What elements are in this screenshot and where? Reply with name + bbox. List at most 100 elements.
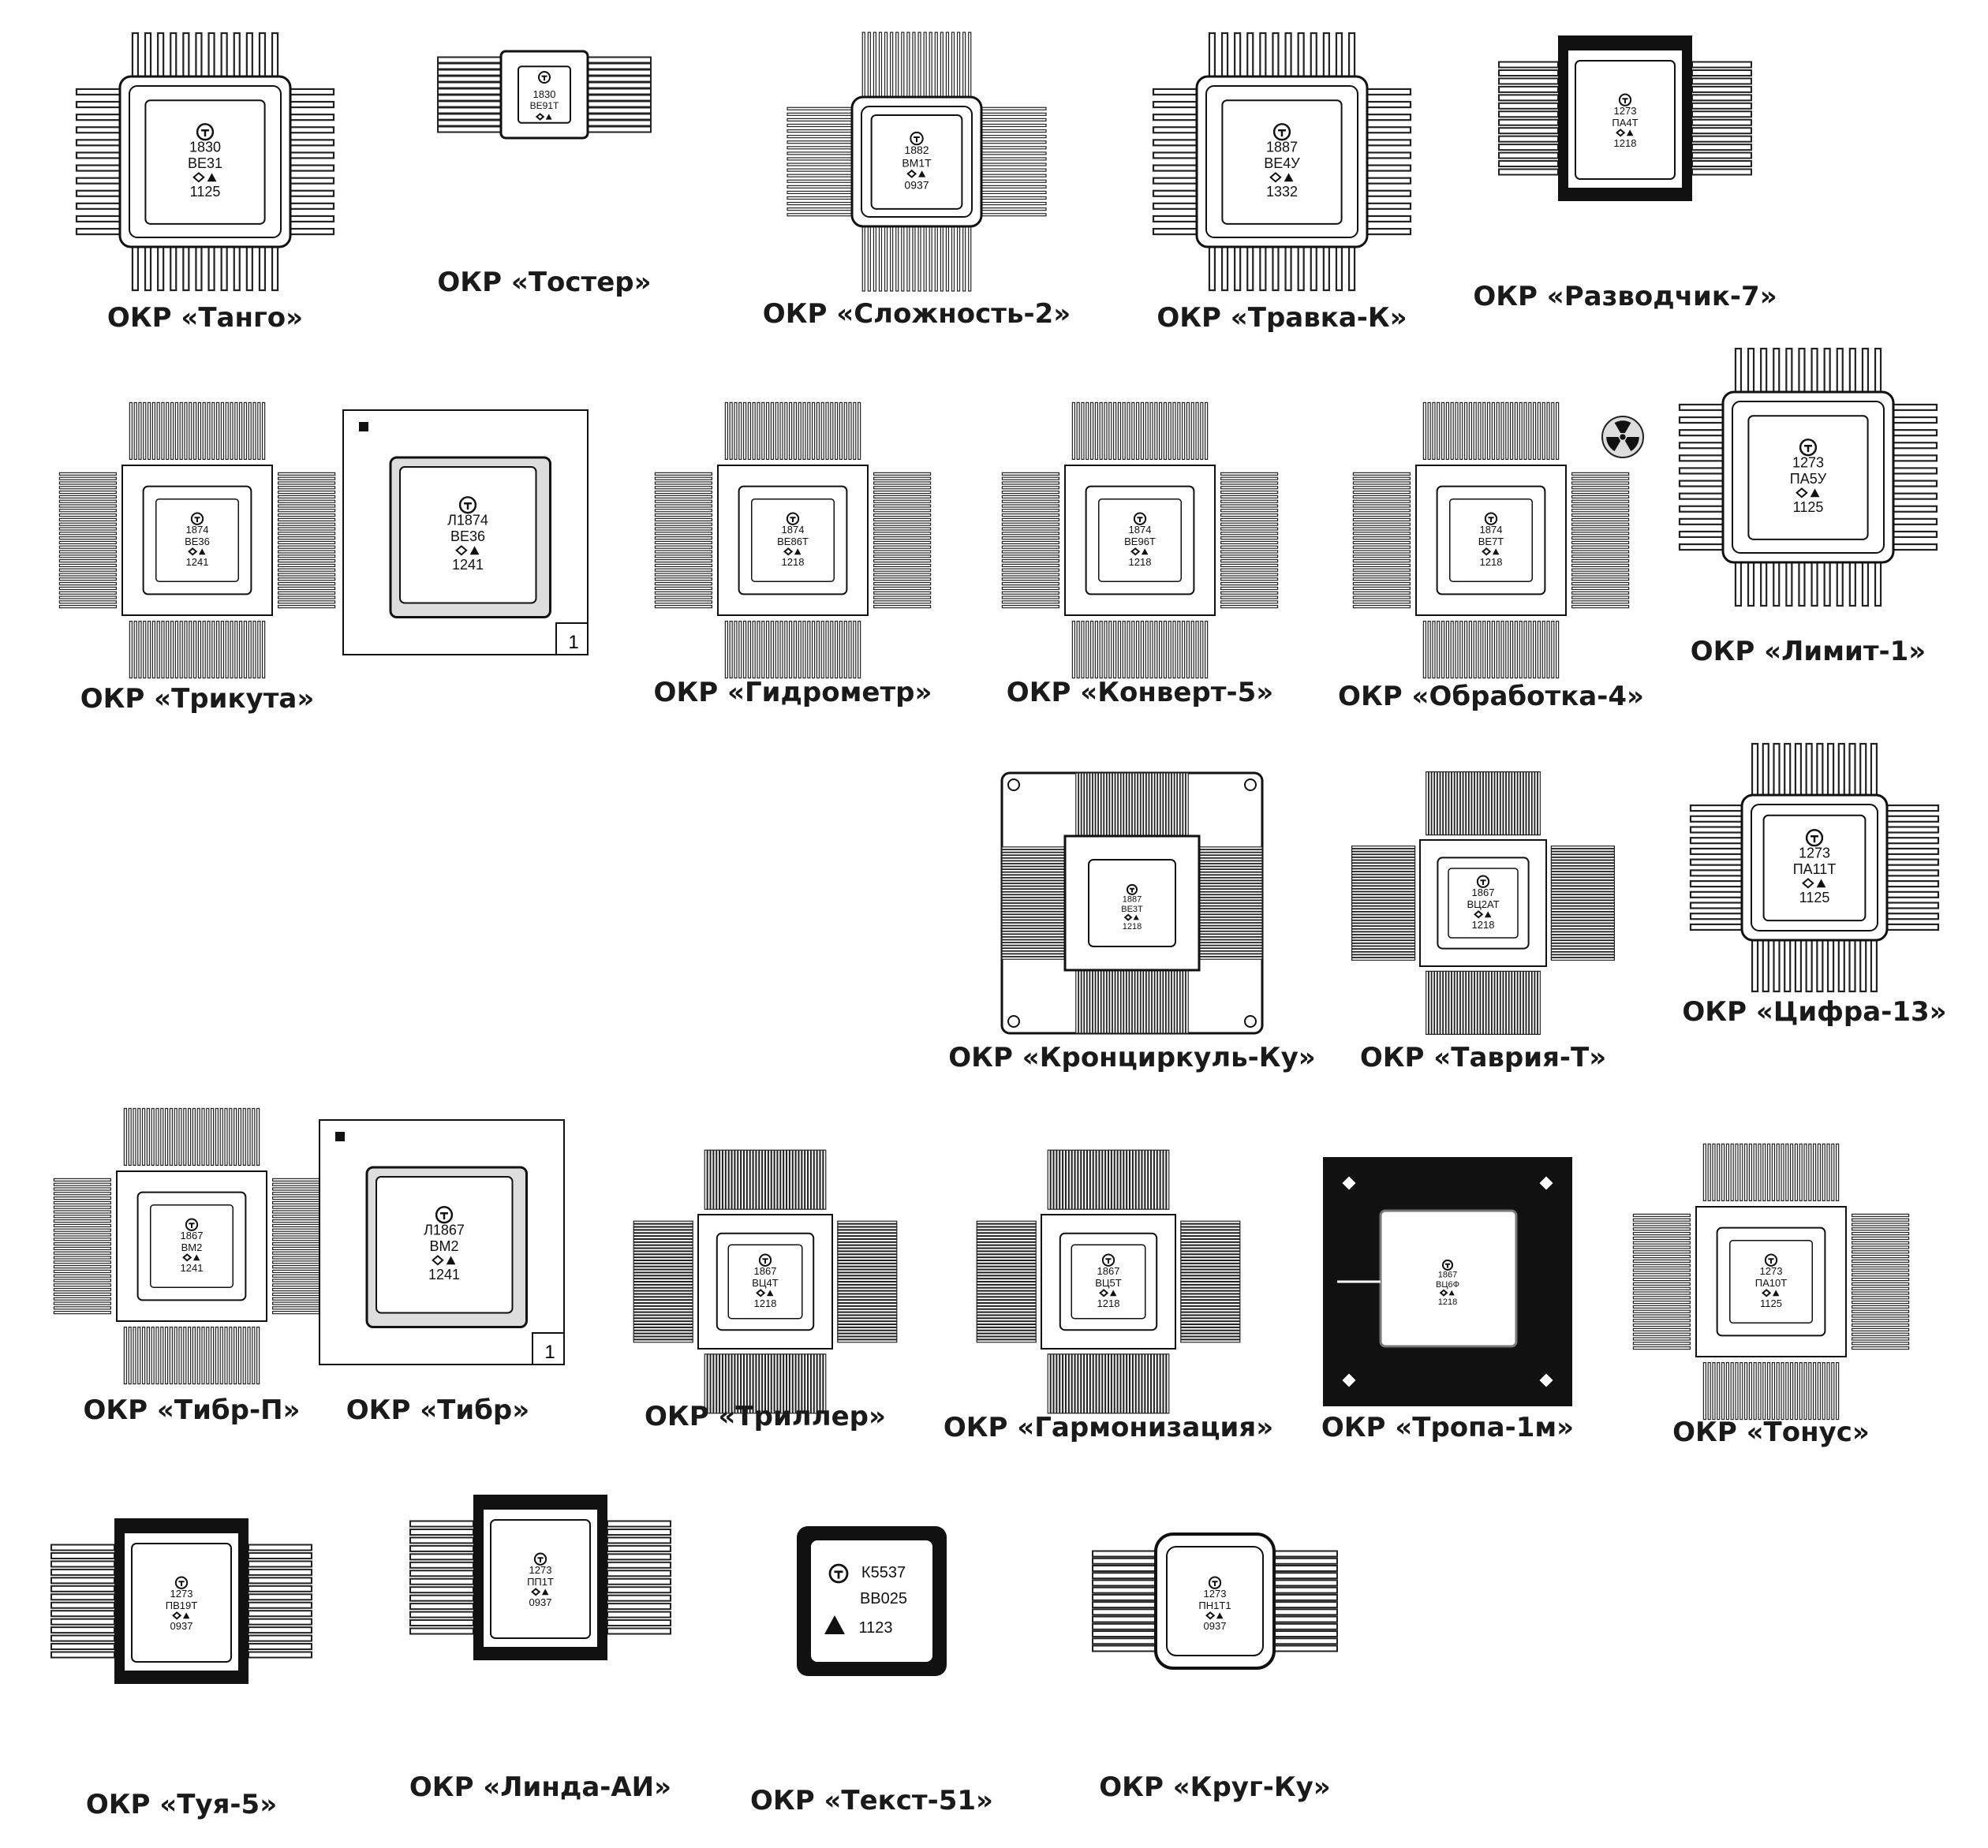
lead xyxy=(1482,970,1486,1036)
marking-line: ВЕ36 xyxy=(450,528,485,544)
lead xyxy=(724,620,728,679)
manufacturer-logo-icon xyxy=(1484,512,1498,525)
lead xyxy=(1556,620,1560,679)
lead xyxy=(1510,620,1514,679)
marking-area xyxy=(1221,99,1343,225)
lead xyxy=(207,620,211,679)
lead xyxy=(1441,401,1445,460)
lead xyxy=(825,620,829,679)
lead xyxy=(257,620,261,679)
lead xyxy=(1001,586,1060,591)
lead xyxy=(1422,620,1426,679)
lead xyxy=(220,620,225,679)
lead xyxy=(1517,970,1521,1036)
lead xyxy=(192,620,197,679)
lead xyxy=(1526,970,1530,1036)
lead xyxy=(873,591,932,595)
leads xyxy=(1351,771,1616,1036)
lead xyxy=(1441,620,1445,679)
lead xyxy=(189,620,192,679)
lead xyxy=(1457,771,1461,836)
lead xyxy=(1092,1557,1157,1565)
lead xyxy=(1001,527,1060,531)
lead xyxy=(1112,620,1117,679)
lead xyxy=(1273,1630,1338,1638)
lead xyxy=(1001,481,1060,485)
lead xyxy=(757,401,760,460)
lead xyxy=(1432,401,1436,460)
lead xyxy=(1463,401,1468,460)
manufacturer-logo-icon xyxy=(1126,883,1138,895)
lead xyxy=(1351,883,1416,887)
lead xyxy=(1519,401,1523,460)
lead xyxy=(1550,943,1616,946)
lead xyxy=(1351,951,1416,955)
lead xyxy=(873,554,932,558)
lead xyxy=(1092,1645,1157,1652)
leads xyxy=(1352,401,1630,679)
lead xyxy=(1351,857,1416,861)
marking-area xyxy=(155,498,239,582)
lead xyxy=(1468,771,1472,836)
lead xyxy=(654,532,713,536)
lead xyxy=(1451,970,1455,1036)
logo-ring xyxy=(458,496,477,514)
lead xyxy=(654,504,713,508)
leads xyxy=(1001,401,1279,679)
lead xyxy=(1478,401,1482,460)
marking-line: 1125 xyxy=(1793,499,1824,515)
lead xyxy=(1220,577,1279,581)
lead xyxy=(1154,401,1158,460)
lead xyxy=(779,401,783,460)
lead xyxy=(1571,554,1630,558)
triangle-mark-icon xyxy=(545,114,552,120)
lead xyxy=(793,620,798,679)
lead xyxy=(1001,522,1060,526)
lead xyxy=(1519,771,1524,836)
lead xyxy=(1550,874,1616,878)
lead xyxy=(1001,573,1060,577)
lead xyxy=(1550,897,1616,901)
lead xyxy=(1163,620,1168,679)
lead xyxy=(1092,1564,1157,1572)
lead xyxy=(1351,946,1416,950)
lead xyxy=(1571,532,1630,536)
lead xyxy=(816,401,820,460)
lead xyxy=(807,620,811,679)
lead xyxy=(278,586,336,591)
lead xyxy=(58,490,118,495)
manufacturer-logo-icon xyxy=(538,71,551,84)
lead xyxy=(1534,970,1538,1036)
lead xyxy=(1092,1550,1157,1558)
lead xyxy=(278,522,336,526)
lead xyxy=(1432,620,1436,679)
lead xyxy=(1422,401,1426,460)
lead xyxy=(1512,771,1515,836)
marking-line: 1273 xyxy=(1204,1588,1227,1600)
lead xyxy=(1550,948,1616,953)
lead xyxy=(1351,937,1416,941)
lead xyxy=(257,401,261,460)
lead xyxy=(58,527,118,531)
lead xyxy=(873,527,932,531)
lead xyxy=(1076,401,1080,460)
lead xyxy=(1001,532,1060,536)
radiation-blade xyxy=(1624,437,1639,452)
lead xyxy=(1550,883,1616,887)
lead xyxy=(1163,401,1168,460)
lead xyxy=(58,582,118,586)
lead xyxy=(816,620,820,679)
lead xyxy=(1571,527,1630,531)
lead xyxy=(1550,954,1616,958)
lead xyxy=(58,540,118,545)
chip-toster-label: ОКР «Тостер» xyxy=(437,267,652,298)
lead xyxy=(1550,857,1616,861)
lead xyxy=(1497,970,1501,1036)
chip-gidrometr-label: ОКР «Гидрометр» xyxy=(653,677,932,708)
lead xyxy=(775,401,779,460)
lead xyxy=(174,401,178,460)
lead xyxy=(839,401,843,460)
lead xyxy=(873,472,932,476)
